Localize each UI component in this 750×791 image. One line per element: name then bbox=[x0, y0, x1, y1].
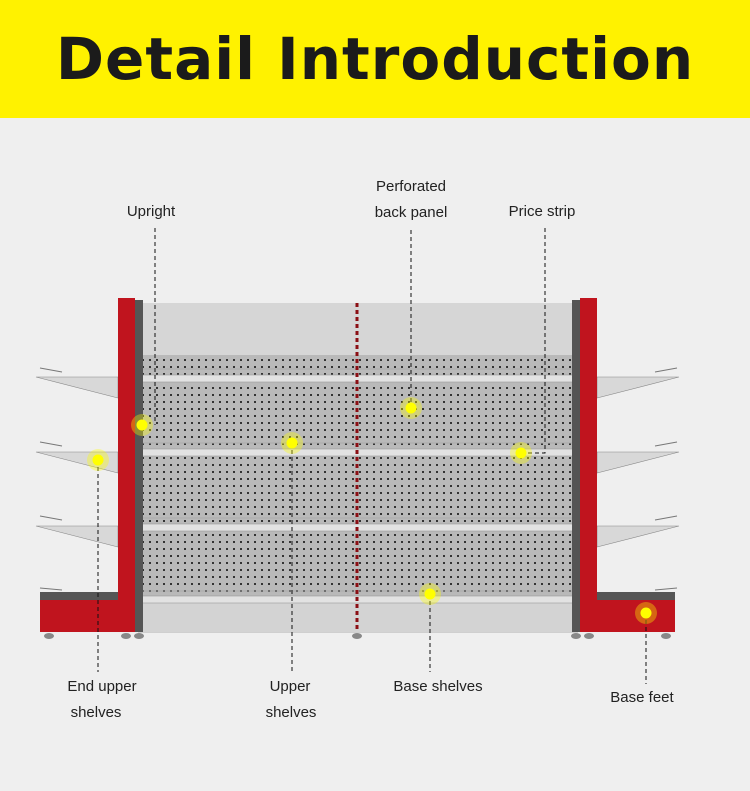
label-perforated-1: Perforated bbox=[376, 178, 446, 195]
marker-end-upper bbox=[87, 449, 109, 471]
marker-base-feet bbox=[635, 602, 657, 624]
label-end-upper-1: End upper bbox=[67, 678, 136, 695]
back-panel bbox=[138, 303, 578, 633]
callout-lines bbox=[97, 228, 647, 684]
label-perforated-2: back panel bbox=[375, 204, 448, 221]
right-end-shelves bbox=[596, 367, 680, 591]
right-upright bbox=[572, 298, 675, 632]
left-upright bbox=[40, 298, 143, 632]
marker-perforated bbox=[400, 397, 422, 419]
page-title: Detail Introduction bbox=[55, 25, 695, 93]
marker-upright bbox=[131, 414, 153, 436]
shelf-diagram: Upright Perforated back panel Price stri… bbox=[35, 178, 680, 721]
label-price-strip: Price strip bbox=[509, 203, 576, 220]
label-base-shelves: Base shelves bbox=[393, 678, 482, 695]
markers bbox=[87, 397, 657, 624]
label-upper-1: Upper bbox=[270, 678, 311, 695]
base-feet bbox=[44, 633, 671, 639]
marker-price-strip bbox=[510, 442, 532, 464]
label-upright: Upright bbox=[127, 203, 176, 220]
label-end-upper-2: shelves bbox=[71, 704, 122, 721]
label-base-feet: Base feet bbox=[610, 689, 674, 706]
label-upper-2: shelves bbox=[266, 704, 317, 721]
marker-upper bbox=[281, 432, 303, 454]
header-banner: Detail Introduction bbox=[0, 0, 750, 118]
marker-base-shelves bbox=[419, 583, 441, 605]
left-end-shelves bbox=[35, 367, 119, 591]
